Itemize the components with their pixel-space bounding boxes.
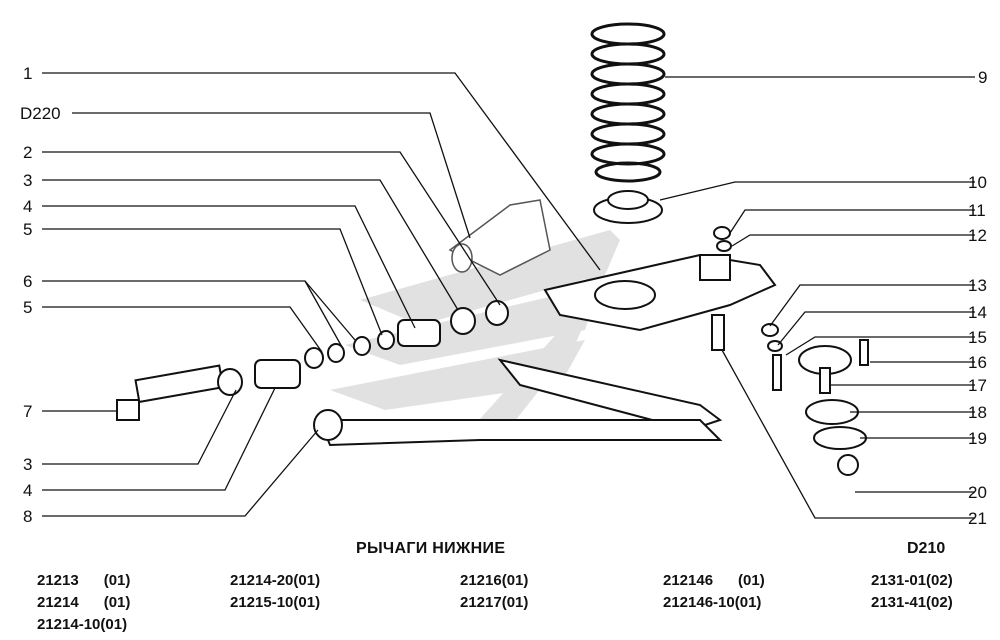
callout-21: 21 (968, 509, 987, 528)
callout-labels-right: 9 10 11 12 13 14 15 16 17 18 19 20 21 (968, 68, 987, 528)
app-col3-row1: 21216(01) (460, 572, 529, 589)
callout-13: 13 (968, 276, 987, 295)
callout-12: 12 (968, 226, 987, 245)
callout-10: 10 (968, 173, 987, 192)
callout-18: 18 (968, 403, 987, 422)
app-col5-row2: 2131-41(02) (871, 594, 953, 611)
strut-rods (313, 358, 723, 447)
app-col1-row3: 21214-10(01) (37, 616, 128, 633)
callout-16: 16 (968, 353, 987, 372)
diagram-title: РЫЧАГИ НИЖНИЕ (356, 540, 506, 557)
lower-arm-plate (543, 253, 777, 332)
callout-14: 14 (968, 303, 987, 322)
spring-insulator (593, 190, 663, 224)
app-col5-row1: 2131-01(02) (871, 572, 953, 589)
callout-d220: D220 (20, 104, 61, 123)
app-col1-row2: 21214 (01) (37, 594, 131, 611)
leader-lines-right (659, 76, 975, 519)
callout-labels-left: 1 D220 2 3 4 5 6 5 7 3 4 8 (20, 64, 61, 526)
app-col1-row1: 21213 (01) (37, 572, 131, 589)
diagram-code: D210 (907, 540, 946, 557)
leader-lines-left (42, 72, 601, 517)
app-col2-row1: 21214-20(01) (230, 572, 321, 589)
callout-4: 4 (23, 197, 32, 216)
callout-3: 3 (23, 171, 32, 190)
app-col3-row2: 21217(01) (460, 594, 529, 611)
callout-17: 17 (968, 376, 987, 395)
callout-4b: 4 (23, 481, 32, 500)
callout-6: 6 (23, 272, 32, 291)
callout-15: 15 (968, 328, 987, 347)
app-col4-row1: 212146 (01) (663, 572, 765, 589)
upper-arm-ghost (448, 199, 551, 276)
callout-8: 8 (23, 507, 32, 526)
bushings (217, 300, 509, 396)
callout-2: 2 (23, 143, 32, 162)
callout-19: 19 (968, 429, 987, 448)
callout-7: 7 (23, 402, 32, 421)
callout-20: 20 (968, 483, 987, 502)
callout-1: 1 (23, 64, 32, 83)
app-col2-row2: 21215-10(01) (230, 594, 321, 611)
bolt-7 (116, 364, 225, 421)
callout-11: 11 (968, 201, 986, 220)
callout-3b: 3 (23, 455, 32, 474)
callout-5: 5 (23, 220, 32, 239)
callout-5b: 5 (23, 298, 32, 317)
coil-spring (590, 22, 666, 183)
callout-9: 9 (978, 68, 987, 87)
app-col4-row2: 212146-10(01) (663, 594, 762, 611)
